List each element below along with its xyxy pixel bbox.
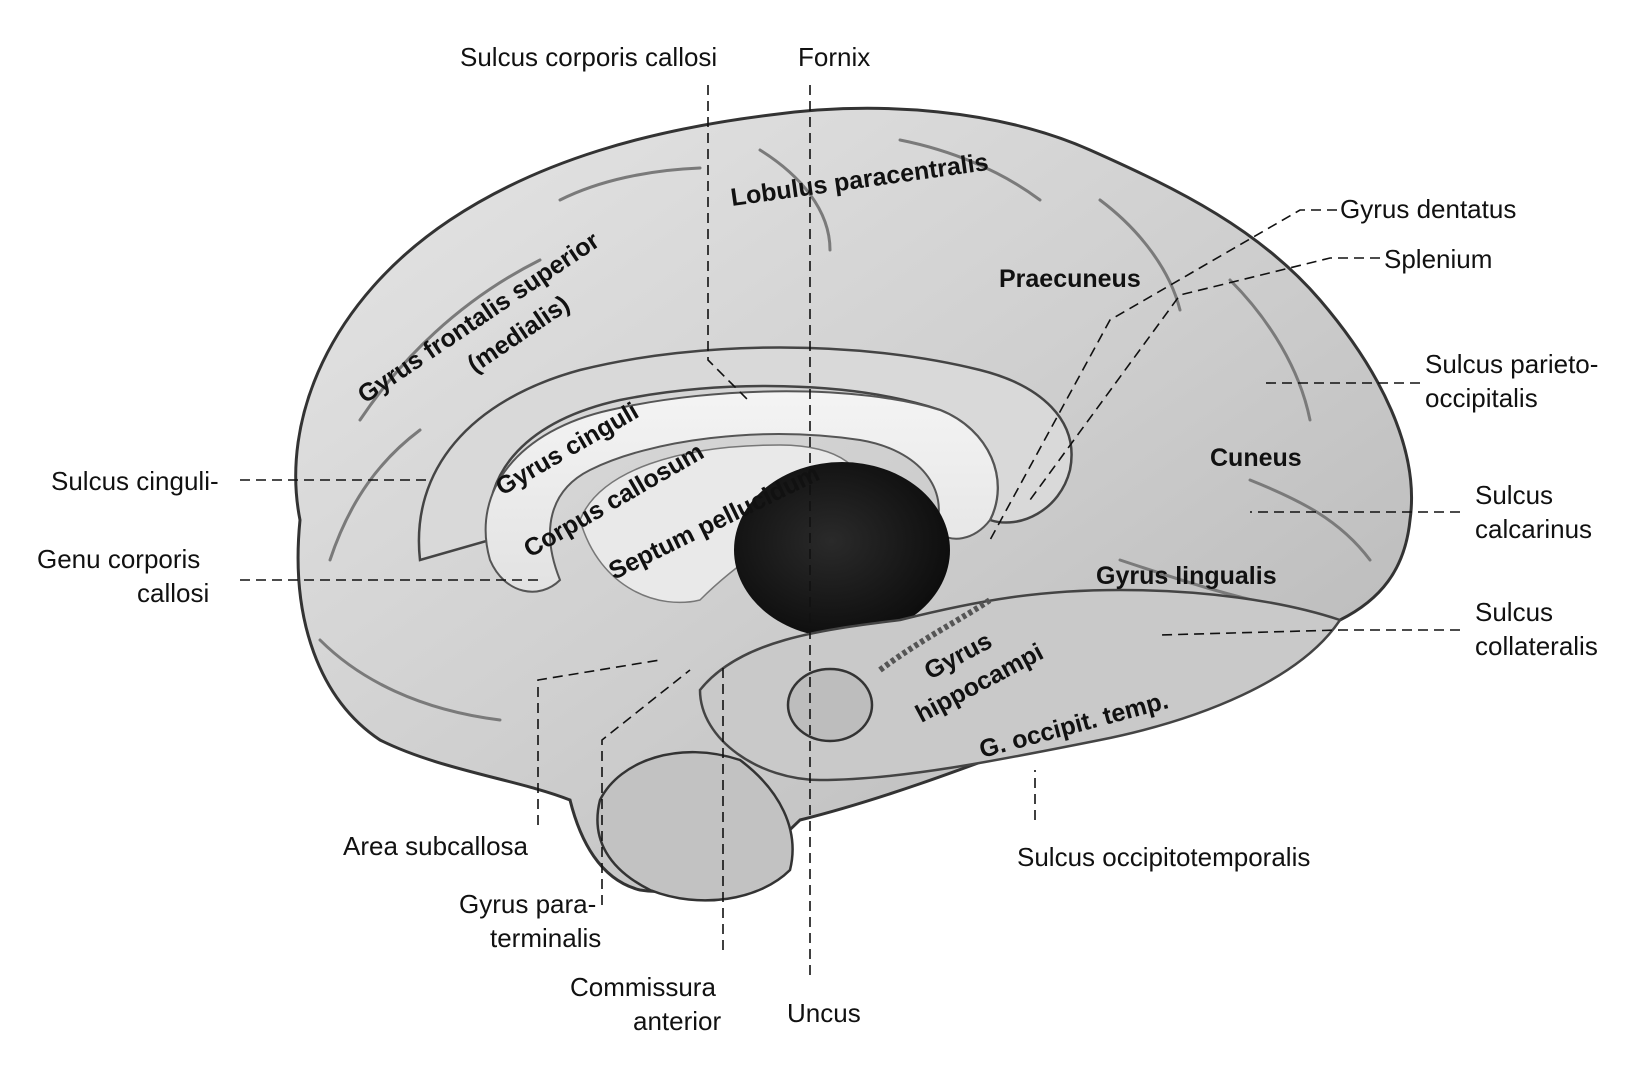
label-cuneus: Cuneus [1210, 444, 1302, 472]
ventricle-dark-area [734, 462, 950, 638]
label-commissura-anterior: Commissura anterior [570, 972, 723, 1036]
brain-illustration [294, 106, 1413, 902]
label-fornix: Fornix [798, 42, 870, 72]
label-sulcus-corporis-callosi: Sulcus corporis callosi [460, 42, 717, 72]
label-praecuneus: Praecuneus [999, 265, 1141, 293]
label-sulcus-parieto-occipitalis: Sulcus parieto- occipitalis [1425, 349, 1606, 413]
label-gyrus-lingualis: Gyrus lingualis [1096, 562, 1277, 590]
label-sulcus-cinguli: Sulcus cinguli- [51, 466, 219, 496]
outer-labels: Sulcus corporis callosi Fornix Gyrus den… [37, 42, 1606, 1036]
label-sulcus-calcarinus: Sulcus calcarinus [1475, 480, 1592, 544]
uncus-shape [786, 667, 874, 743]
label-uncus: Uncus [787, 998, 861, 1028]
label-gyrus-paraterminalis: Gyrus para- terminalis [459, 889, 604, 953]
label-splenium: Splenium [1384, 244, 1492, 274]
label-genu-corporis-callosi: Genu corporis callosi [37, 544, 209, 608]
temporal-lobe-shape [596, 750, 794, 902]
label-area-subcallosa: Area subcallosa [343, 831, 529, 861]
hippocampal-region [698, 588, 1342, 782]
label-sulcus-occipitotemporalis: Sulcus occipitotemporalis [1017, 842, 1310, 872]
label-sulcus-collateralis: Sulcus collateralis [1475, 597, 1598, 661]
gyrus-cinguli-band [417, 346, 1073, 562]
leader-lines [240, 85, 1460, 980]
label-gyrus-dentatus: Gyrus dentatus [1340, 194, 1516, 224]
